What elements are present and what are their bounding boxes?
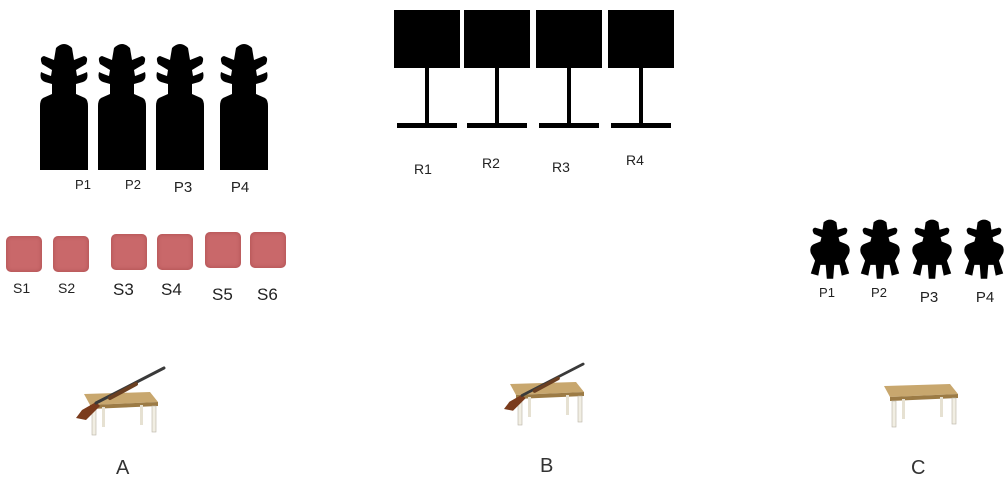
pistol-target-c-p1-silhouette [810, 219, 850, 279]
pistol-target-c-p3-silhouette [912, 219, 952, 279]
pistol-target-c-p3-label: P3 [919, 289, 939, 306]
table-c [883, 383, 959, 428]
rifle-target-r3 [536, 10, 602, 128]
steel-plate-s5-label: S5 [212, 285, 233, 304]
pistol-target-c-p4-silhouette [964, 219, 1004, 279]
steel-plate-s5 [205, 232, 241, 268]
pistol-target-c-p4-label: P4 [975, 289, 995, 306]
rifle-target-r2 [464, 10, 530, 128]
stage-c-label: C [911, 457, 926, 479]
rifle-target-r2-label: R2 [482, 155, 500, 171]
pistol-target-p2-label: P2 [125, 177, 141, 192]
steel-plate-s3 [111, 234, 147, 270]
pistol-target-p4-label: P4 [230, 179, 250, 196]
steel-plate-s1-label: S1 [13, 280, 31, 296]
table-with-shotgun-b [502, 362, 586, 426]
steel-plate-s6 [250, 232, 286, 268]
table-with-shotgun-a [76, 366, 166, 436]
pistol-target-c-p2-silhouette [860, 219, 900, 279]
rifle-target-r1 [394, 10, 460, 128]
rifle-target-r3-label: R3 [552, 159, 570, 175]
steel-plate-s3-label: S3 [113, 280, 134, 299]
pistol-target-p3-label: P3 [173, 179, 193, 196]
pistol-target-p3-silhouette [156, 44, 204, 170]
pistol-target-p1-label: P1 [75, 177, 91, 192]
rifle-target-r1-label: R1 [414, 161, 432, 177]
steel-plate-s2-label: S2 [58, 280, 76, 296]
rifle-target-r4-label: R4 [626, 152, 644, 168]
steel-plate-s6-label: S6 [257, 285, 278, 304]
stage-a-label: A [116, 457, 130, 479]
pistol-target-p4-silhouette [220, 44, 268, 170]
steel-plate-s4 [157, 234, 193, 270]
rifle-target-r4 [608, 10, 674, 128]
steel-plate-s1 [6, 236, 42, 272]
pistol-target-c-p2-label: P2 [871, 285, 887, 300]
pistol-target-p2-silhouette [98, 44, 146, 170]
steel-plate-s2 [53, 236, 89, 272]
pistol-target-p1-silhouette [40, 44, 88, 170]
stage-b-label: B [540, 455, 554, 477]
steel-plate-s4-label: S4 [161, 280, 182, 299]
pistol-target-c-p1-label: P1 [819, 285, 835, 300]
